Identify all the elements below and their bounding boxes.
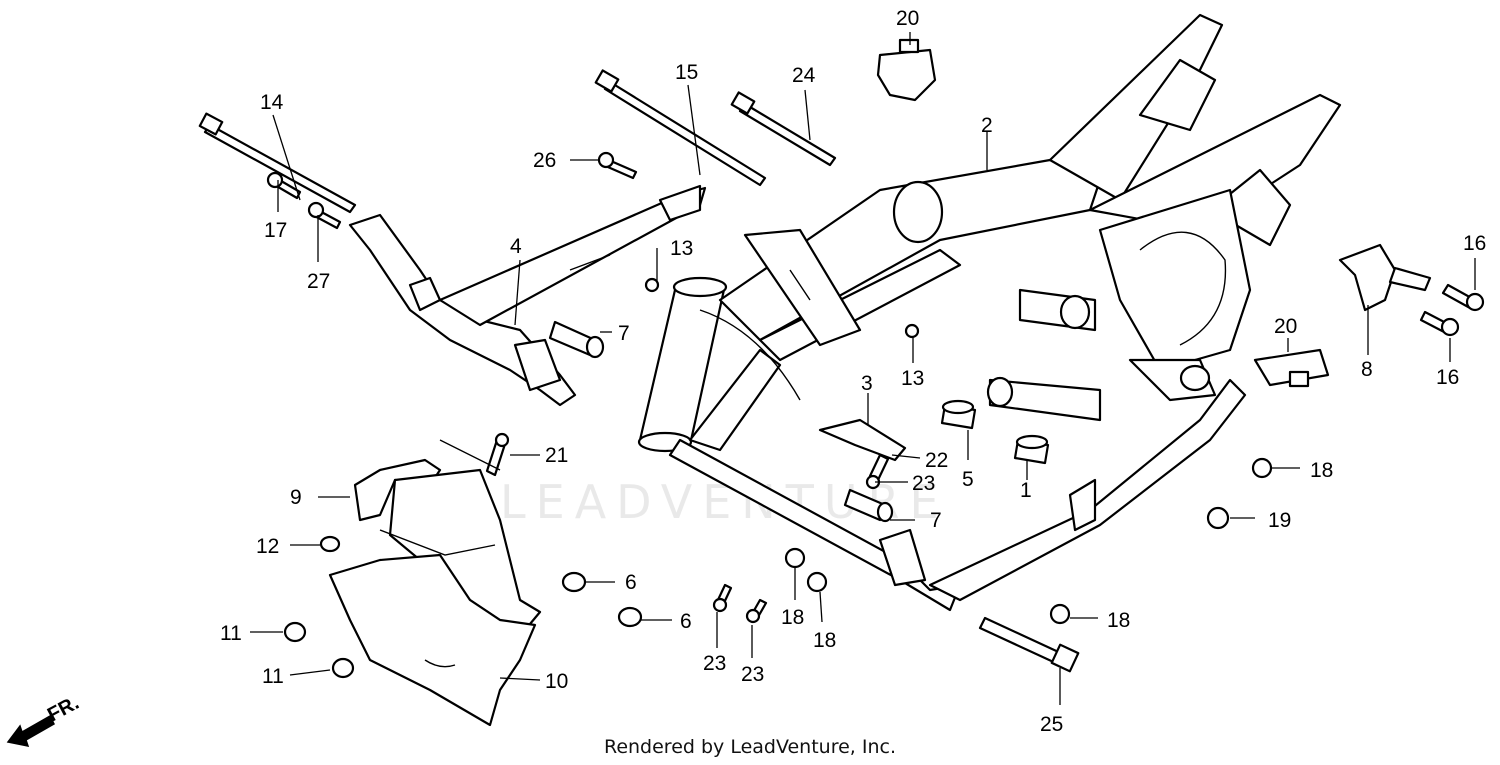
callout-18b: 18 [781,606,804,629]
callout-23c: 23 [741,663,764,686]
callout-24: 24 [792,64,816,87]
callout-15: 15 [675,61,698,84]
callout-12: 12 [256,535,279,558]
callout-21: 21 [545,444,568,467]
callout-14: 14 [260,91,284,114]
callout-26: 26 [533,149,556,172]
callout-25: 25 [1040,713,1063,736]
front-engine-bracket [348,184,707,407]
callout-7a: 7 [618,322,630,345]
callout-20b: 20 [1274,315,1297,338]
callout-20a: 20 [896,7,919,30]
callout-18a: 18 [1310,459,1333,482]
callout-18c: 18 [813,629,836,652]
callout-13b: 13 [901,367,924,390]
callout-2: 2 [981,114,993,137]
lower-cover-set [328,458,542,727]
callout-13a: 13 [670,237,693,260]
callout-1: 1 [1020,479,1032,502]
callout-8: 8 [1361,358,1373,381]
leader-lines [250,32,1476,705]
callout-23a: 23 [912,472,935,495]
callout-6a: 6 [625,571,637,594]
callout-9: 9 [290,486,302,509]
callout-27: 27 [307,270,330,293]
main-frame [637,13,1342,612]
callout-6b: 6 [680,610,692,633]
callout-18d: 18 [1107,609,1130,632]
callout-11b: 11 [262,665,284,688]
callout-3: 3 [861,372,873,395]
callout-22: 22 [925,449,948,472]
callout-17: 17 [264,219,287,242]
callout-5: 5 [962,468,974,491]
hardware-parts [198,38,1485,679]
callout-labels: 1 2 3 4 5 6 6 7 7 8 9 10 11 11 12 13 13 … [220,7,1486,736]
callout-16a: 16 [1463,232,1486,255]
callout-19: 19 [1268,509,1291,532]
callout-16b: 16 [1436,366,1459,389]
front-arrow-icon [6,714,55,747]
callout-11a: 11 [220,622,242,645]
callout-4: 4 [510,235,522,258]
footer-credit: Rendered by LeadVenture, Inc. [603,736,897,758]
callout-7b: 7 [930,509,942,532]
callout-10: 10 [545,670,568,693]
callout-23b: 23 [703,652,726,675]
